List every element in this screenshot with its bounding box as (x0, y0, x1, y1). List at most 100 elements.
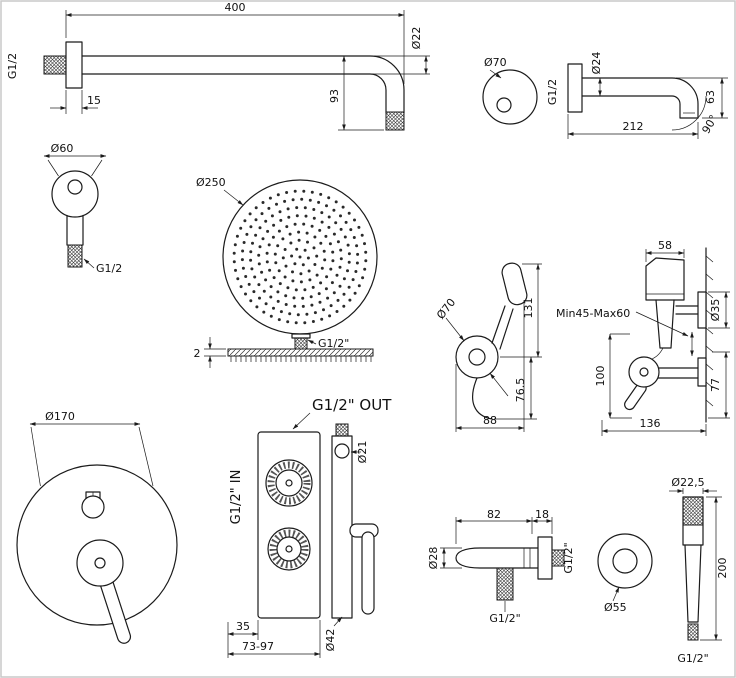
dim-arm-pipe-diameter: Ø22 (410, 27, 423, 50)
valve-trim-leader (333, 616, 343, 627)
arm-wall-thread (43, 55, 67, 75)
head-thickness-extension-lines (204, 348, 226, 357)
shower-head-view: Ø250 2 G1/2" (194, 176, 378, 368)
bidet-set-side-view: 58 Min45-Max60 100 136 Ø35 77 (556, 239, 730, 436)
valve-bottom-knob-inner (276, 536, 302, 562)
dim-set-depth: 136 (640, 417, 661, 430)
mixer-lever-pivot (94, 557, 106, 569)
dim-inlet-height: 100 (594, 366, 607, 387)
spout-angle-arc (671, 95, 707, 131)
spout-pipe-outline (581, 77, 699, 119)
head-nozzle-ticks (230, 356, 372, 362)
dim-spout-thread: G1/2 (546, 79, 559, 105)
dim-handshower-length: 200 (716, 558, 729, 579)
dim-handshower-thread: G1/2" (677, 652, 708, 665)
dim-valve-depth-range: 73-97 (242, 640, 274, 653)
spout-flange-screw (496, 97, 512, 113)
arm-pipe-outline (81, 55, 405, 114)
dim-head-diameter: Ø250 (196, 176, 226, 189)
water-outlet-side-view: 82 18 G1/2" Ø28 G1/2" (427, 508, 575, 625)
bidet-width-extension-lines (455, 300, 525, 432)
valve-side-port (334, 443, 350, 459)
arm-outlet-thread (385, 111, 405, 131)
dim-outlet-bottom-thread: G1/2" (489, 612, 520, 625)
dim-bidet-flange-diameter: Ø70 (434, 296, 458, 322)
elbow-outlet-thread (67, 244, 83, 268)
mixer-lever-escutcheon (76, 539, 124, 587)
dim-elbow-flange-diameter: Ø60 (51, 142, 74, 155)
outlet-rear-thread (551, 549, 565, 567)
handshower-handle (684, 544, 702, 623)
outlet-front-leader (612, 586, 620, 602)
handshower-head-knurl (682, 496, 704, 526)
dim-spout-pipe-diameter: Ø24 (590, 52, 603, 75)
shower-arm-view: 400 Ø22 G1/2 15 93 (6, 1, 430, 131)
bidet-sprayer-head (501, 262, 528, 306)
outlet-bottom-thread (496, 567, 514, 601)
diverter-knob (81, 495, 105, 519)
dim-valve-trim-diameter: Ø42 (324, 629, 337, 652)
spout-wall-flange (567, 63, 583, 113)
elbow-inner-detail (67, 179, 83, 195)
valve-top-port-thread (335, 423, 349, 437)
valve-side-body (331, 435, 353, 619)
dim-arm-flange-depth: 15 (87, 94, 101, 107)
valve-depth-extension-lines (227, 620, 321, 658)
sprayer-handle-side (655, 299, 675, 349)
dim-valve-port-diameter: Ø21 (356, 441, 369, 464)
dim-valve-outlet: G1/2" OUT (312, 396, 392, 414)
bidet-sprayer-head-body (501, 262, 528, 306)
dim-offset-height: 77 (709, 378, 722, 392)
water-outlet-front-view: Ø55 (597, 533, 653, 614)
bidet-set-front-view: Ø70 131 76.5 88 (434, 262, 542, 432)
elbow-flange-front (51, 170, 99, 218)
bidet-hose (472, 377, 493, 420)
dim-elbow-thread: G1/2 (96, 262, 122, 275)
spout-flange-front (482, 69, 538, 125)
dim-bidet-width: 88 (483, 414, 497, 427)
dim-arm-drop-height: 93 (328, 89, 341, 103)
dim-spout-reach: 212 (623, 120, 644, 133)
holder-arm (675, 305, 699, 315)
dim-head-thread: G1/2" (318, 337, 349, 350)
mixer-trim-view: Ø170 (16, 410, 178, 644)
dim-valve-min-depth: 35 (236, 620, 250, 633)
mixer-pivot (639, 367, 649, 377)
wall-spout-view: Ø70 G1/2 Ø24 212 63 90° (482, 52, 728, 139)
dim-bidet-lower-height: 76.5 (514, 378, 527, 403)
mixer-plate-circle (16, 464, 178, 626)
dim-sprayer-head-width: 58 (658, 239, 672, 252)
dim-outlet-front-diameter: Ø55 (604, 601, 627, 614)
valve-outlet-leader (292, 412, 311, 430)
arm-wall-flange (65, 41, 83, 89)
bidet-dia-arrow-2 (489, 373, 509, 397)
arm-flange-extension-lines (65, 90, 83, 114)
mixer-body-side (628, 356, 660, 388)
dim-valve-inlet: G1/2" IN (229, 470, 244, 525)
valve-bottom-knob-center (285, 545, 293, 553)
arm-dia-extension-lines (372, 55, 430, 75)
valve-top-knob-inner (275, 469, 303, 497)
mixer-supply-pipe (657, 367, 699, 379)
dim-mixer-diameter: Ø170 (45, 410, 75, 423)
built-in-valve-view: G1/2" OUT G1/2" IN Ø21 35 73-97 Ø42 (227, 396, 392, 658)
dim-arm-thread: G1/2 (6, 53, 19, 79)
elbow-thread-leader (83, 258, 95, 269)
head-thread-leader (307, 339, 317, 345)
valve-bottom-knob-knurl (269, 529, 309, 569)
dim-arm-length: 400 (225, 1, 246, 14)
outlet-dia-extension-lines (440, 547, 462, 569)
dim-outlet-flange-depth: 18 (535, 508, 549, 521)
dim-spout-flange-diameter: Ø70 (484, 56, 507, 69)
bidet-flange-inner (468, 348, 486, 366)
elbow-outlet-pipe (66, 214, 84, 246)
dim-outlet-body-diameter: Ø28 (427, 547, 440, 570)
wall-elbow-view: Ø60 G1/2 (43, 142, 122, 275)
sprayer-hose-side (649, 347, 664, 361)
outlet-body-details (523, 548, 531, 568)
valve-lever-handle (361, 531, 375, 615)
head-connector-thread (294, 337, 308, 350)
dim-holder-flange-diameter: Ø35 (709, 299, 722, 322)
